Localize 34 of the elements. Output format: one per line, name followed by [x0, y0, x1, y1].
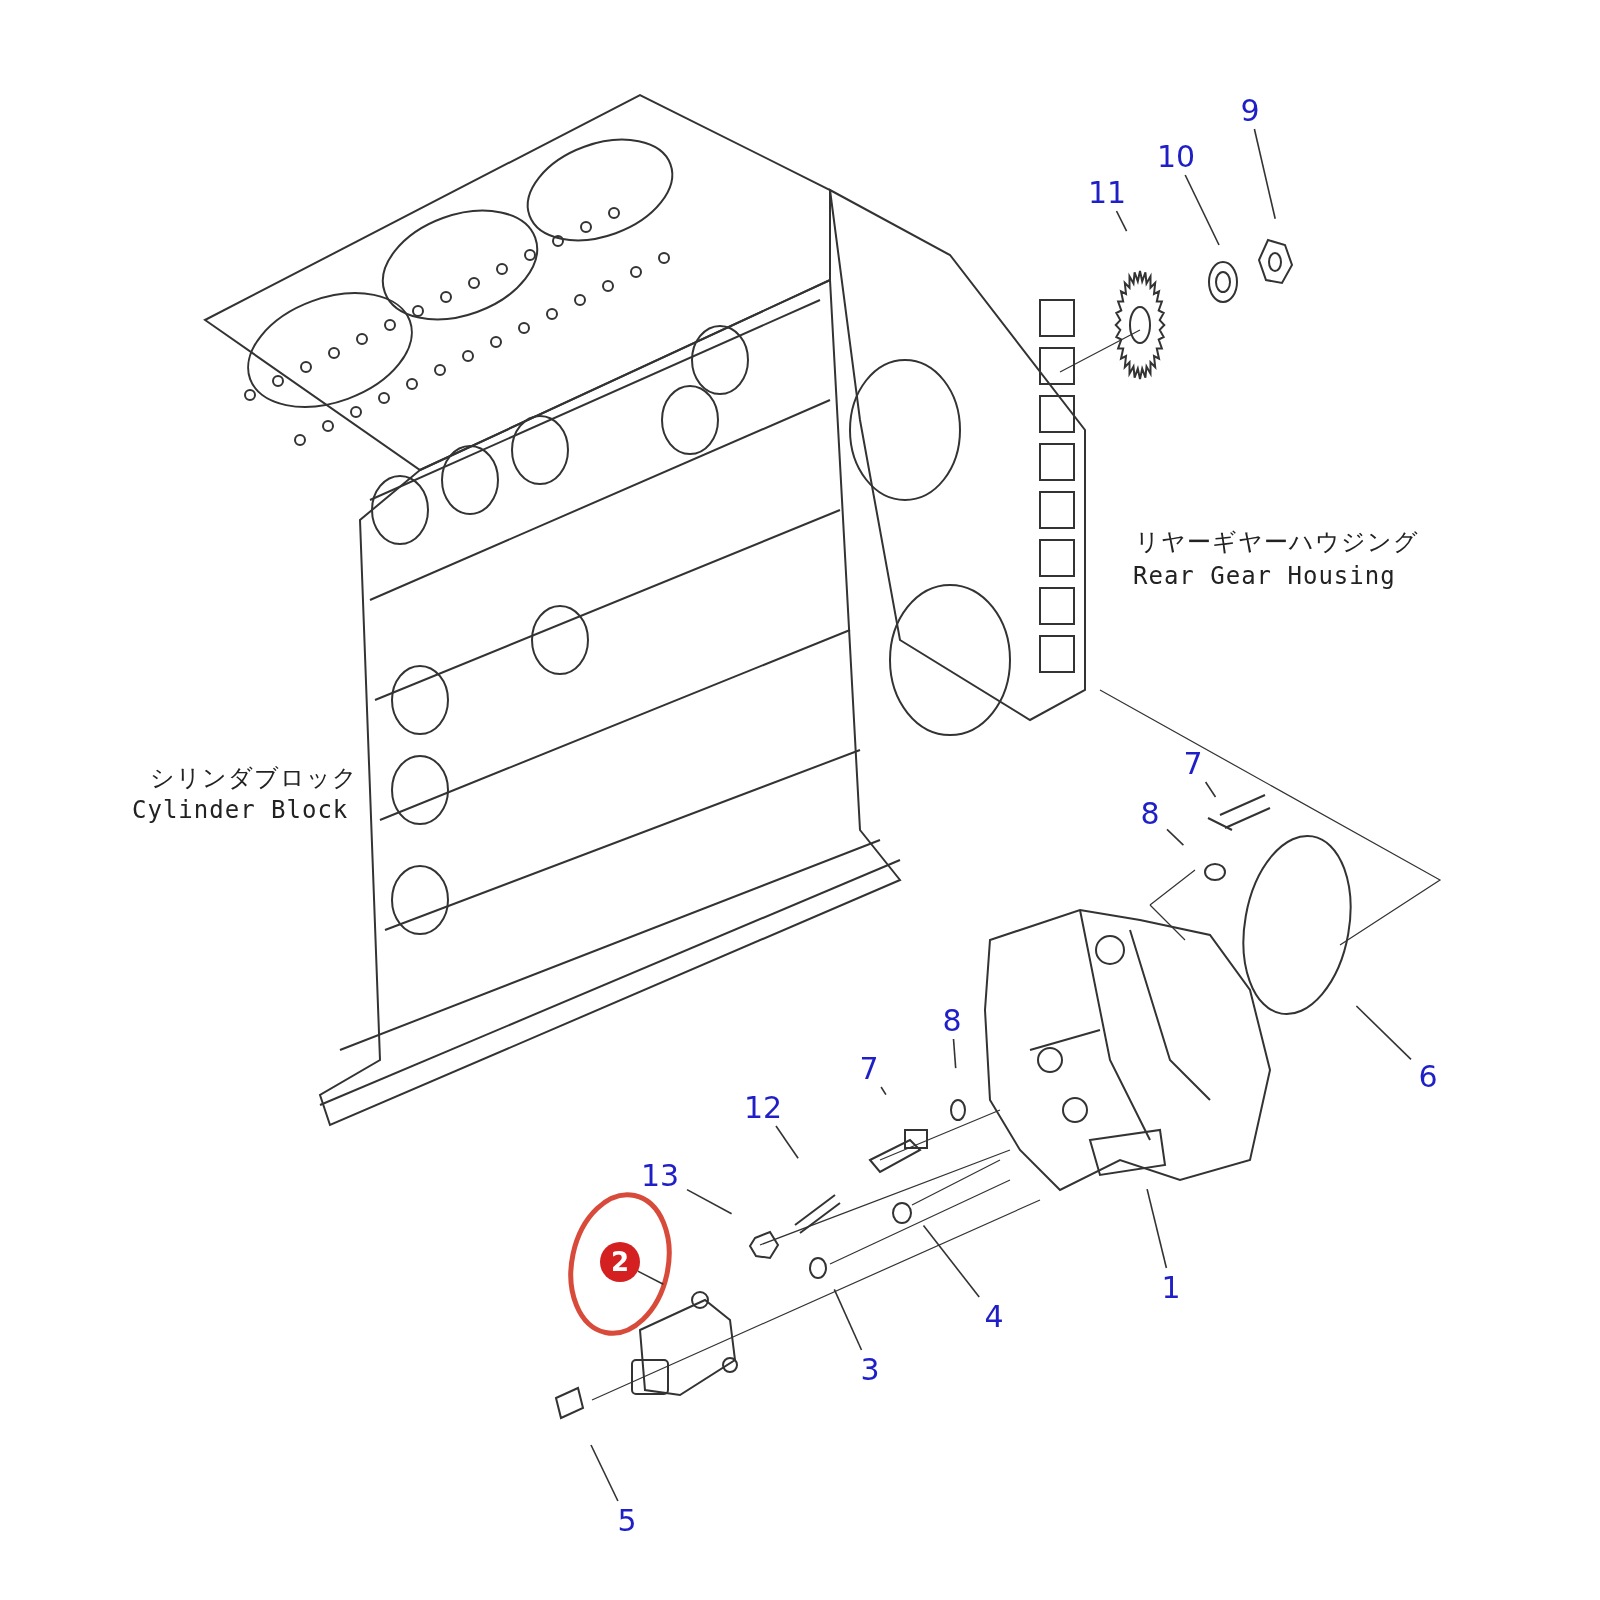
- part-name: Rear Gear Housing: [1133, 562, 1396, 590]
- callout-number: 5: [610, 1501, 644, 1539]
- leader-line: [1355, 1005, 1412, 1061]
- leader-line: [637, 1270, 665, 1286]
- part-name: シリンダブロック: [150, 763, 358, 794]
- leader-line: [1184, 174, 1220, 246]
- callout-number: 3: [853, 1350, 887, 1388]
- leader-line: [775, 1125, 799, 1159]
- callout-number: 12: [736, 1088, 790, 1126]
- callout-number: 4: [977, 1297, 1011, 1335]
- leader-line: [686, 1188, 733, 1215]
- callout-number: 13: [633, 1156, 687, 1194]
- highlighted-callout-number: 2: [600, 1242, 640, 1282]
- part-name: Cylinder Block: [132, 796, 349, 824]
- part-name: リヤーギヤーハウジング: [1135, 527, 1419, 558]
- callout-number: 7: [852, 1049, 886, 1087]
- leader-line: [1204, 781, 1217, 798]
- leader-line: [833, 1288, 863, 1351]
- leader-line: [922, 1224, 980, 1298]
- callout-number: 1: [1154, 1268, 1188, 1306]
- callout-number: 9: [1233, 91, 1267, 129]
- leader-line: [952, 1038, 957, 1069]
- leader-line: [1115, 210, 1128, 232]
- callout-number: 7: [1176, 744, 1210, 782]
- leader-line: [590, 1444, 619, 1502]
- callout-number: 10: [1149, 137, 1203, 175]
- leader-line: [1253, 128, 1276, 220]
- callout-number: 8: [935, 1001, 969, 1039]
- leader-line: [1146, 1188, 1168, 1269]
- leader-line: [880, 1086, 887, 1096]
- leader-line: [1166, 828, 1185, 846]
- callout-number: 6: [1411, 1057, 1445, 1095]
- callout-number: 11: [1080, 173, 1134, 211]
- callout-number: 8: [1133, 794, 1167, 832]
